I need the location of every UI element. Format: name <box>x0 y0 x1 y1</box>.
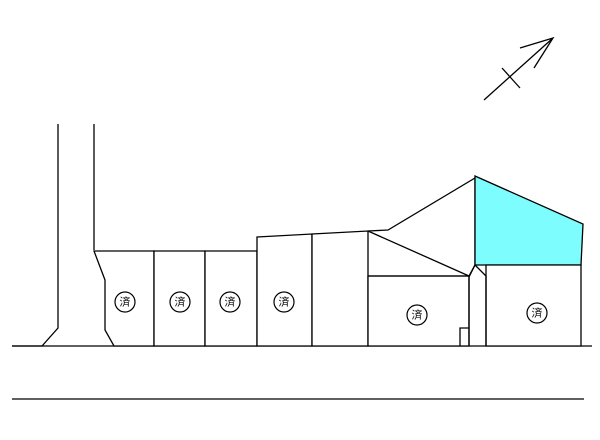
lot-detail-lines <box>368 263 487 346</box>
lot-4[interactable] <box>256 233 313 347</box>
lot-5[interactable] <box>311 230 369 347</box>
front-road <box>12 345 592 400</box>
sold-mark: 済 <box>406 304 428 326</box>
lot-7[interactable] <box>474 174 584 266</box>
sold-mark: 済 <box>114 291 136 313</box>
svg-text:済: 済 <box>175 295 186 309</box>
sold-mark: 済 <box>273 291 295 313</box>
lots-layer <box>93 174 584 347</box>
svg-text:済: 済 <box>279 295 290 309</box>
sold-mark: 済 <box>219 291 241 313</box>
north-arrow-icon <box>483 36 555 101</box>
side-road <box>12 124 95 347</box>
svg-text:済: 済 <box>532 306 543 320</box>
svg-text:済: 済 <box>225 295 236 309</box>
svg-text:済: 済 <box>412 308 423 322</box>
sold-mark: 済 <box>169 291 191 313</box>
sold-marks: 済 済 済 済 済 済 <box>114 291 548 326</box>
sold-mark: 済 <box>526 302 548 324</box>
svg-text:済: 済 <box>120 295 131 309</box>
